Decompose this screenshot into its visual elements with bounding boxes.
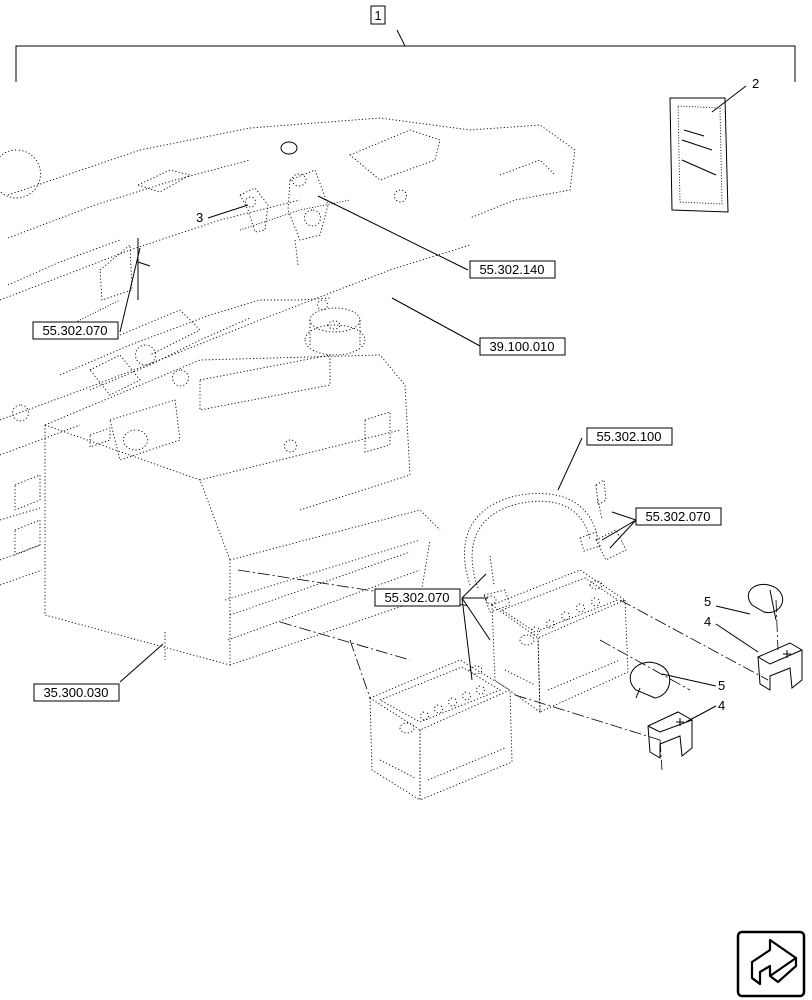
ref-fuel-tank[interactable]: 39.100.010 [479,337,566,356]
assembly-callout-box [370,5,386,25]
battery-rear [491,569,629,713]
ref-harness-left-text: 55.302.070 [42,323,107,338]
assembly-callout: 1 [374,8,381,23]
assembly-bracket: 1 [15,5,796,82]
strap-upper [747,583,784,621]
ref-terminals-right[interactable]: 55.302.070 [635,507,722,526]
ref-terminals-center-text: 55.302.070 [384,590,449,605]
callout-strap-lower: 5 [718,678,725,693]
callout-clamp: 3 [196,210,203,225]
tank-bracket [59,297,331,396]
ref-terminals-right-text: 55.302.070 [645,509,710,524]
ref-battery-switch[interactable]: 55.302.140 [469,260,556,279]
cover-lower [647,711,693,759]
ref-terminals-center[interactable]: 55.302.070 [374,588,461,607]
strap-lower [629,661,670,699]
callout-manual: 2 [752,76,759,91]
callout-strap-upper: 5 [704,594,711,609]
ref-battery-switch-text: 55.302.140 [479,262,544,277]
battery-box [44,354,441,666]
ref-harness-left[interactable]: 55.302.070 [32,321,119,340]
cover-upper [757,642,803,691]
callout-cover-lower: 4 [718,698,725,713]
assembly-lines [237,569,779,771]
frame-chassis [0,117,576,586]
battery-terminals [483,555,511,613]
ref-cable[interactable]: 55.302.100 [586,427,673,446]
ref-cable-text: 55.302.100 [596,429,661,444]
ref-battery-box[interactable]: 35.300.030 [33,683,120,702]
clamp [239,187,269,233]
ref-battery-box-text: 35.300.030 [43,685,108,700]
battery-switch [280,141,329,266]
leader-lines [119,85,759,723]
operator-manual [669,97,729,213]
callout-cover-upper: 4 [704,614,711,629]
battery-front [369,659,513,801]
fuel-cap [304,299,366,356]
next-page-arrow-icon[interactable] [736,930,806,998]
ref-fuel-tank-text: 39.100.010 [489,339,554,354]
harness-connector [137,238,151,300]
battery-cable [464,479,627,589]
